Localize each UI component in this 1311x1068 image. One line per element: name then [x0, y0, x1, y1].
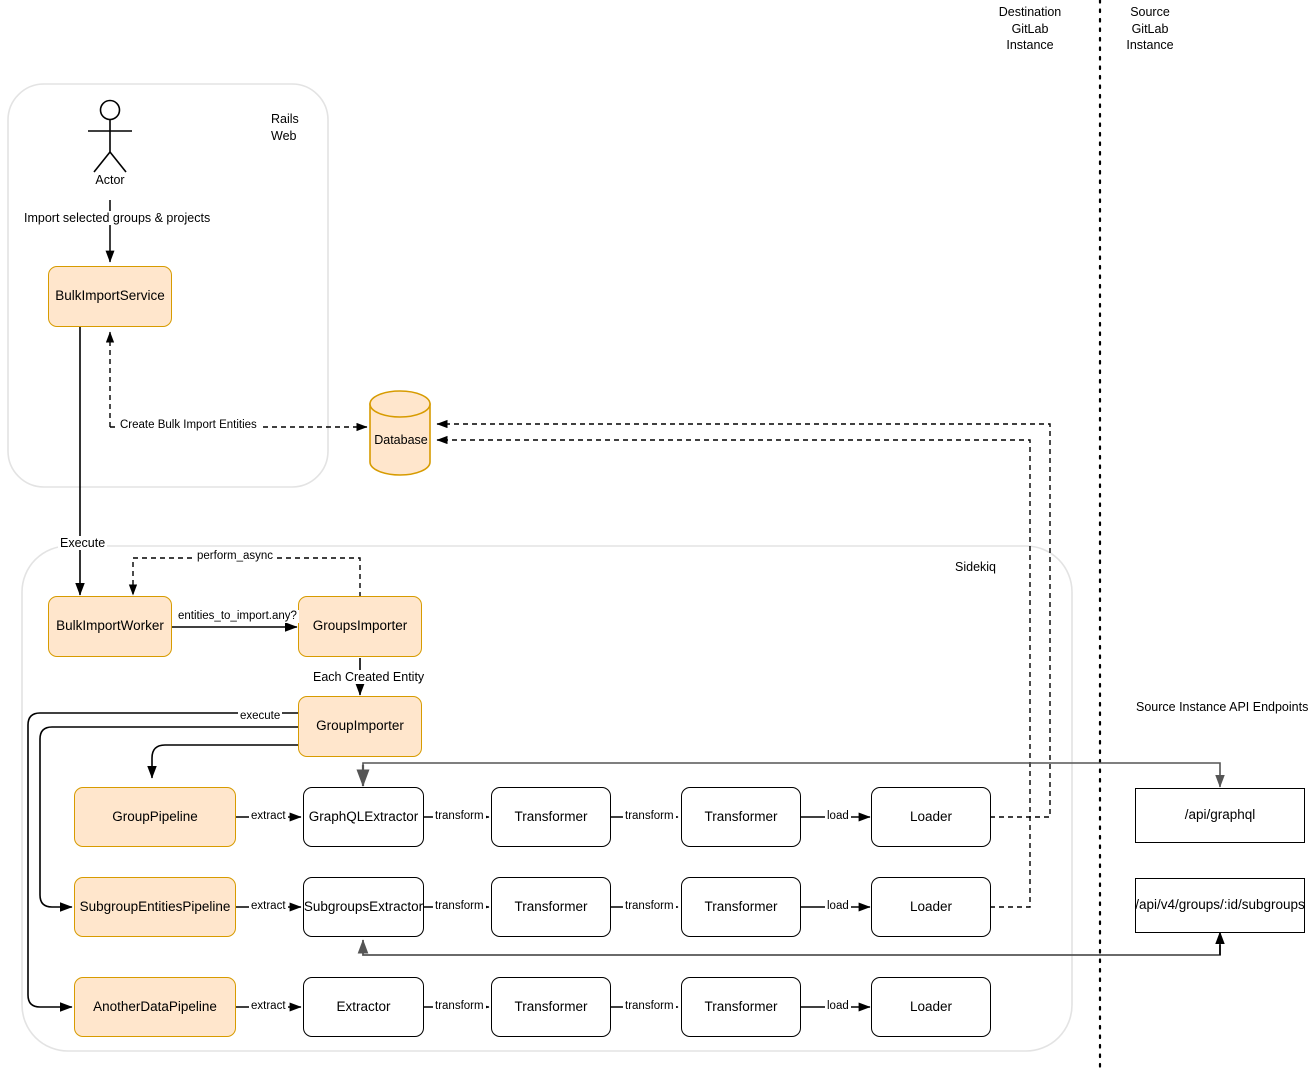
- node-groups-importer[interactable]: GroupsImporter: [298, 596, 422, 657]
- edge-label-r1-transform-2: transform: [623, 810, 676, 824]
- actor-label: Actor: [95, 173, 125, 187]
- edge-label-r2-transform-1: transform: [433, 900, 486, 914]
- node-extractor[interactable]: Extractor: [303, 977, 424, 1037]
- edge-loader1-to-database: [436, 419, 1051, 818]
- node-database-label: Database: [374, 433, 428, 447]
- edge-label-import-selected: Import selected groups & projects: [22, 211, 213, 226]
- node-r1-loader[interactable]: Loader: [871, 787, 991, 847]
- node-group-pipeline[interactable]: GroupPipeline: [74, 787, 236, 847]
- actor-icon: [88, 99, 132, 173]
- node-graphql-extractor[interactable]: GraphQLExtractor: [303, 787, 424, 847]
- node-r3-transformer-1[interactable]: Transformer: [491, 977, 611, 1037]
- destination-instance-label: Destination GitLab Instance: [998, 5, 1062, 52]
- node-bulk-import-worker[interactable]: BulkImportWorker: [48, 596, 172, 657]
- edge-label-r1-extract: extract: [249, 810, 288, 824]
- source-instance-label: Source GitLab Instance: [1126, 5, 1174, 52]
- node-api-v4-subgroups[interactable]: /api/v4/groups/:id/subgroups: [1135, 878, 1305, 933]
- node-subgroups-extractor[interactable]: SubgroupsExtractor: [303, 877, 424, 937]
- edge-label-r2-transform-2: transform: [623, 900, 676, 914]
- edge-label-r3-extract: extract: [249, 1000, 288, 1014]
- edge-groupimporter-to-grouppipeline: [147, 744, 300, 779]
- source-api-endpoints-heading: Source Instance API Endpoints: [1136, 700, 1309, 714]
- edge-label-r3-transform-2: transform: [623, 1000, 676, 1014]
- node-another-data-pipeline[interactable]: AnotherDataPipeline: [74, 977, 236, 1037]
- edge-label-r1-load: load: [825, 810, 851, 824]
- node-r2-loader[interactable]: Loader: [871, 877, 991, 937]
- edge-perform-async: [128, 557, 361, 597]
- node-bulk-import-service[interactable]: BulkImportService: [48, 266, 172, 327]
- node-r1-transformer-1[interactable]: Transformer: [491, 787, 611, 847]
- edge-label-execute: execute: [238, 710, 283, 724]
- edge-groupimporter-to-anotherpipeline: [27, 712, 300, 1012]
- edge-label-r1-transform-1: transform: [433, 810, 486, 824]
- edge-graphqlextractor-to-api-graphql: [362, 762, 1225, 788]
- edge-label-r3-transform-1: transform: [433, 1000, 486, 1014]
- node-subgroup-entities-pipeline[interactable]: SubgroupEntitiesPipeline: [74, 877, 236, 937]
- node-r1-transformer-2[interactable]: Transformer: [681, 787, 801, 847]
- node-r3-loader[interactable]: Loader: [871, 977, 991, 1037]
- rails-web-label: Rails Web: [271, 112, 299, 143]
- edge-label-each-created-entity: Each Created Entity: [311, 670, 427, 685]
- edge-label-r3-load: load: [825, 1000, 851, 1014]
- edge-label-r2-extract: extract: [249, 900, 288, 914]
- edge-label-create-bulk-import-entities: Create Bulk Import Entities: [118, 419, 259, 433]
- node-r2-transformer-1[interactable]: Transformer: [491, 877, 611, 937]
- edge-label-execute-top: Execute: [58, 536, 108, 551]
- edge-label-r2-load: load: [825, 900, 851, 914]
- node-api-graphql[interactable]: /api/graphql: [1135, 788, 1305, 843]
- edge-label-perform-async: perform_async: [195, 550, 276, 564]
- edge-api-subgroups-to-subgroupsextractor: [357, 939, 1221, 956]
- node-group-importer[interactable]: GroupImporter: [298, 696, 422, 757]
- node-r3-transformer-2[interactable]: Transformer: [681, 977, 801, 1037]
- sidekiq-label: Sidekiq: [955, 560, 996, 574]
- node-r2-transformer-2[interactable]: Transformer: [681, 877, 801, 937]
- edge-label-entities-to-import: entities_to_import.any?: [176, 610, 299, 624]
